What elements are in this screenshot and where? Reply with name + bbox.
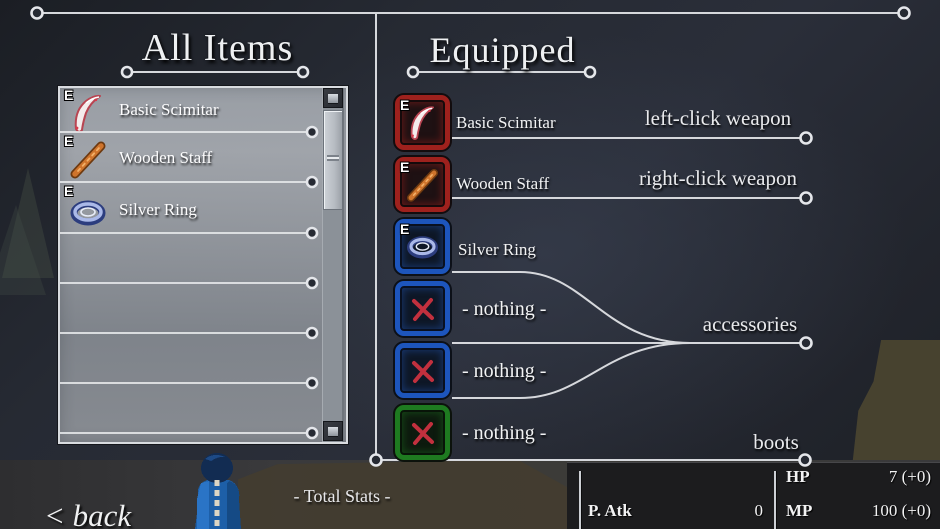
list-scrollbar[interactable] — [322, 88, 344, 442]
equipped-badge: E — [64, 133, 74, 149]
p-atk-value: 0 — [754, 501, 764, 520]
accessories-label: accessories — [702, 312, 798, 336]
stats-divider — [774, 471, 776, 529]
down-arrow-icon — [328, 427, 338, 436]
equipped-title: Equipped — [429, 30, 576, 70]
item-name: Silver Ring — [119, 200, 197, 219]
equipped-item-name: Basic Scimitar — [456, 113, 556, 132]
empty-slot-label: - nothing - — [462, 360, 547, 382]
item-name: Basic Scimitar — [119, 100, 219, 119]
equip-slot-boots[interactable] — [395, 405, 450, 460]
equipped-badge: E — [400, 221, 410, 237]
tree-silhouette — [2, 168, 54, 278]
hp-label: HP — [786, 467, 810, 486]
boots-label: boots — [753, 430, 799, 454]
equipped-item-name: Wooden Staff — [456, 174, 550, 193]
tree-silhouette — [0, 205, 46, 295]
terrain-patch-right — [852, 340, 940, 462]
total-stats-heading: - Total Stats - — [293, 486, 391, 506]
stats-divider — [579, 471, 581, 529]
p-atk-label: P. Atk — [588, 501, 632, 520]
player-character-sprite — [195, 453, 241, 529]
all-items-listbox: E Basic Scimitar E Wooden Staff E Silver… — [58, 86, 348, 444]
right-click-weapon-label: right-click weapon — [638, 166, 798, 190]
equipped-badge: E — [64, 87, 74, 103]
equipped-badge: E — [400, 159, 410, 175]
terrain-patch-bottom — [238, 460, 568, 529]
scrollbar-down-button[interactable] — [323, 421, 343, 441]
x-icon — [412, 360, 434, 383]
empty-slot-label: - nothing - — [462, 298, 547, 320]
empty-slot-label: - nothing - — [462, 422, 547, 444]
equipped-item-name: Silver Ring — [458, 240, 536, 259]
list-item-silver-ring[interactable]: E Silver Ring — [60, 183, 322, 235]
item-name: Wooden Staff — [119, 148, 213, 167]
list-item-basic-scimitar[interactable]: E Basic Scimitar — [60, 87, 322, 134]
equip-slot-left-click-weapon[interactable]: E — [395, 95, 450, 150]
hp-value: 7 (+0) — [888, 467, 931, 486]
scrollbar-thumb[interactable] — [323, 110, 343, 210]
list-item-wooden-staff[interactable]: E Wooden Staff — [60, 133, 322, 184]
equip-slot-right-click-weapon[interactable]: E — [395, 157, 450, 212]
thumb-grip — [327, 155, 339, 157]
x-icon — [412, 422, 434, 445]
all-items-title: All Items — [141, 27, 294, 69]
back-button[interactable]: < back — [44, 498, 132, 529]
x-icon — [412, 298, 434, 321]
scrollbar-up-button[interactable] — [323, 88, 343, 108]
up-arrow-icon — [328, 94, 338, 103]
equip-slot-accessory-1[interactable]: E — [395, 219, 450, 274]
equipped-badge: E — [400, 97, 410, 113]
equipped-badge: E — [64, 183, 74, 199]
mp-label: MP — [786, 501, 813, 520]
left-click-weapon-label: left-click weapon — [644, 106, 792, 130]
equip-slot-accessory-3[interactable] — [395, 343, 450, 398]
total-stats-panel: HP 7 (+0) P. Atk 0 MP 100 (+0) — [567, 462, 940, 529]
mp-value: 100 (+0) — [871, 501, 931, 520]
equip-slot-accessory-2[interactable] — [395, 281, 450, 336]
